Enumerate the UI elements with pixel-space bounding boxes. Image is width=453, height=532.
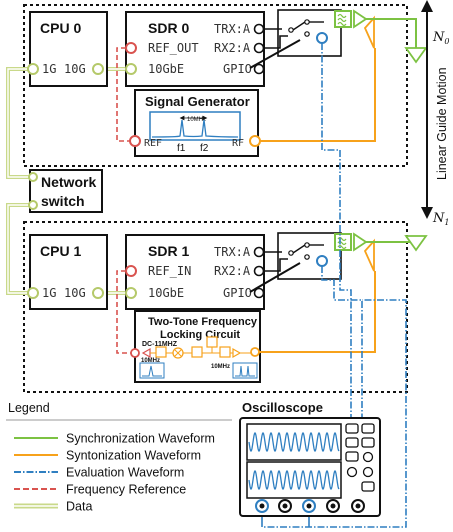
cpu1-port-1g: 1G bbox=[42, 286, 56, 300]
frontend0 bbox=[249, 9, 375, 69]
sdr1-ref: REF_IN bbox=[148, 264, 191, 278]
antenna-n1: N1 bbox=[366, 211, 449, 252]
cpu1-port-10g: 10G bbox=[64, 286, 86, 300]
cpu0-port-10g: 10G bbox=[64, 62, 86, 76]
legend: Legend Synchronization WaveformSyntoniza… bbox=[6, 401, 232, 514]
sdr0-box: SDR 0 TRX:A RX2:A REF_OUT 10GbE GPIO bbox=[125, 11, 265, 87]
locking-left-label: 10MHz bbox=[141, 358, 160, 364]
cpu1-box: CPU 1 1G 10G bbox=[27, 234, 108, 310]
synt-link-1 bbox=[259, 271, 376, 353]
sdr0-title: SDR 0 bbox=[148, 20, 189, 36]
sdr1-gpio: GPIO bbox=[223, 286, 252, 300]
cpu0-title: CPU 0 bbox=[40, 20, 81, 36]
ref-link-0 bbox=[116, 47, 130, 142]
network-switch: Network switch bbox=[28, 169, 103, 213]
linear-guide-label: Linear Guide Motion bbox=[435, 67, 449, 180]
cpu1-title: CPU 1 bbox=[40, 243, 81, 259]
frontend1 bbox=[249, 232, 375, 293]
node-0-group bbox=[23, 4, 408, 167]
locking-right-label: 10MHz bbox=[211, 364, 230, 370]
siggen-f2: f2 bbox=[200, 143, 209, 154]
locking-line1: Two-Tone Frequency bbox=[148, 316, 258, 328]
siggen-f1: f1 bbox=[177, 143, 186, 154]
cpu0-box: CPU 0 1G 10G bbox=[27, 11, 108, 87]
label-n0: N0 bbox=[432, 30, 449, 46]
switch-line1: Network bbox=[41, 174, 96, 190]
sdr1-box: SDR 1 TRX:A RX2:A REF_IN 10GbE GPIO bbox=[125, 234, 265, 310]
siggen-spacing: 10MHz bbox=[187, 117, 206, 123]
legend-label-3: Frequency Reference bbox=[66, 483, 186, 497]
siggen-title: Signal Generator bbox=[145, 94, 250, 109]
sdr0-eth: 10GbE bbox=[148, 62, 184, 76]
node-1-group bbox=[23, 221, 408, 393]
legend-title: Legend bbox=[8, 401, 50, 415]
sdr1-eth: 10GbE bbox=[148, 286, 184, 300]
sdr0-trx: TRX:A bbox=[214, 22, 251, 36]
locking-filter: DC-11MHZ bbox=[142, 341, 178, 348]
legend-label-2: Evaluation Waveform bbox=[66, 466, 184, 480]
siggen-ref: REF bbox=[144, 138, 162, 149]
legend-label-4: Data bbox=[66, 500, 92, 514]
legend-label-0: Synchronization Waveform bbox=[66, 432, 215, 446]
linear-guide: Linear Guide Motion bbox=[421, 0, 449, 219]
synt-link-0 bbox=[260, 48, 376, 142]
sdr0-ref: REF_OUT bbox=[148, 41, 199, 55]
siggen-rf: RF bbox=[232, 138, 244, 149]
switch-line2: switch bbox=[41, 193, 85, 209]
sdr0-gpio: GPIO bbox=[223, 62, 252, 76]
sdr1-rx2: RX2:A bbox=[214, 264, 251, 278]
locking-circuit: Two-Tone Frequency Locking Circuit DC-11… bbox=[130, 310, 261, 383]
sdr1-title: SDR 1 bbox=[148, 243, 189, 259]
cpu0-port-1g: 1G bbox=[42, 62, 56, 76]
label-n1: N1 bbox=[432, 211, 449, 227]
legend-label-1: Syntonization Waveform bbox=[66, 449, 201, 463]
scope-title: Oscilloscope bbox=[242, 400, 323, 415]
oscilloscope: Oscilloscope bbox=[239, 400, 381, 517]
signal-generator: Signal Generator 10MHz f1 f2 REF RF bbox=[129, 89, 261, 157]
locking-line2: Locking Circuit bbox=[160, 329, 240, 341]
sdr1-trx: TRX:A bbox=[214, 245, 251, 259]
ref-link-1 bbox=[116, 270, 131, 354]
sdr0-rx2: RX2:A bbox=[214, 41, 251, 55]
